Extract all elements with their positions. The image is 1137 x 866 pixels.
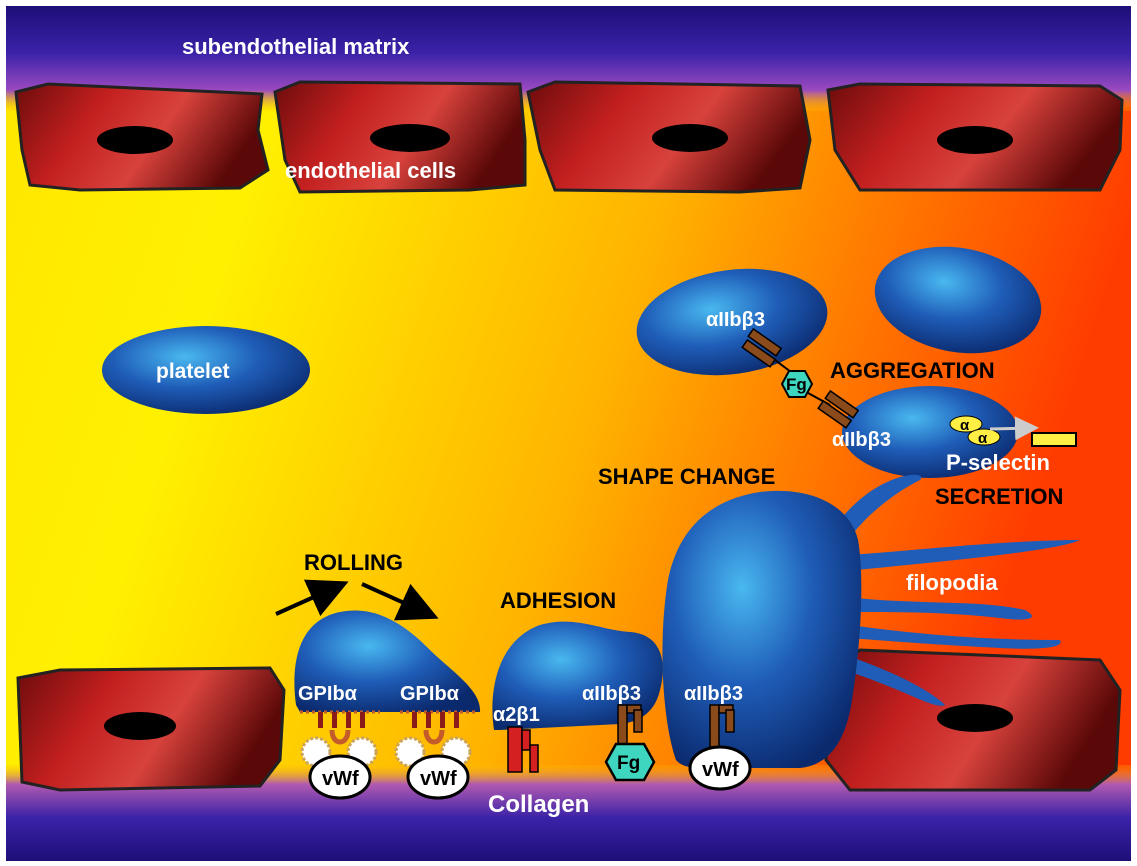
fg-label-aggregation: Fg [786, 375, 807, 394]
endothelial-cells-label: endothelial cells [285, 158, 456, 183]
vwf-label-right: vWf [420, 768, 457, 790]
gpib-alpha-label-left: GPIbα [298, 683, 358, 705]
endothelial-cell-3 [528, 82, 810, 192]
shape-change-label: SHAPE CHANGE [598, 464, 775, 489]
p-selectin-marker [1032, 433, 1076, 446]
alpha-granule-label-1: α [960, 417, 970, 434]
adhesion-label: ADHESION [500, 588, 616, 613]
collagen-label: Collagen [488, 791, 589, 818]
alpha2beta1-label: α2β1 [493, 704, 540, 726]
subendothelial-matrix-label: subendothelial matrix [182, 34, 410, 59]
shape-change-platelet [662, 491, 861, 768]
vwf-label-left: vWf [322, 768, 359, 790]
gpib-alpha-label-right: GPIbα [400, 683, 460, 705]
fg-label-adhesion: Fg [617, 753, 640, 774]
aiib-b3-label-adhesion: αIIbβ3 [582, 683, 641, 705]
p-selectin-label: P-selectin [946, 450, 1050, 475]
endothelial-cell-4 [828, 84, 1122, 190]
aggregation-label: AGGREGATION [830, 358, 995, 383]
aiib-b3-label-top: αIIbβ3 [706, 309, 765, 331]
secretion-label: SECRETION [935, 484, 1063, 509]
alpha-granule-label-2: α [978, 430, 988, 447]
vwf-label-shape-change: vWf [702, 759, 739, 781]
rolling-label: ROLLING [304, 550, 403, 575]
endothelial-cell-bottom-left [18, 668, 284, 790]
platelet-label: platelet [156, 360, 230, 383]
filopodia-label: filopodia [906, 570, 998, 595]
aiib-b3-label-shape-change: αIIbβ3 [684, 683, 743, 705]
endothelial-cell-1 [16, 84, 268, 190]
aiib-b3-label-secretion: αIIbβ3 [832, 429, 891, 451]
